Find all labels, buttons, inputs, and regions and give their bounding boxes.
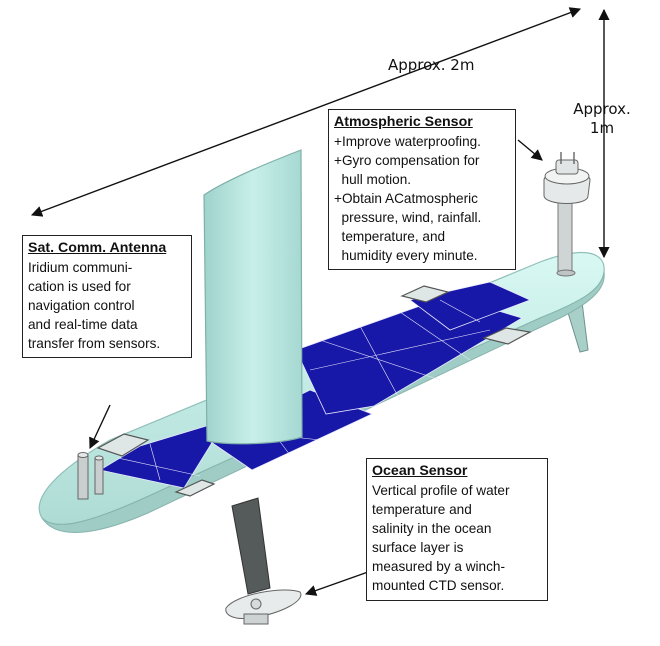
sat-antenna-line: cation is used for: [28, 279, 131, 294]
sat-antenna-unit: [77, 452, 104, 500]
length-label: Approx. 2m: [388, 56, 475, 74]
atmospheric-sensor-unit: [543, 152, 591, 277]
height-label: Approx. 1m: [570, 100, 634, 138]
hull-side: [41, 271, 605, 533]
ocean-sensor-line: measured by a winch-: [372, 559, 505, 574]
ocean-sensor-line: temperature and: [372, 502, 472, 517]
ctd-pod: [225, 589, 302, 625]
atmospheric-pointer: [517, 139, 543, 161]
sat-antenna-line: navigation control: [28, 298, 135, 313]
sat-antenna-title: Sat. Comm. Antenna: [28, 240, 167, 256]
atmospheric-line: +Improve waterproofing.: [334, 134, 481, 149]
ocean-sensor-line: Vertical profile of water: [372, 483, 510, 498]
sat-antenna-callout: Sat. Comm. Antenna Iridium communi- cati…: [22, 235, 192, 358]
ocean-sensor-callout: Ocean Sensor Vertical profile of water t…: [366, 458, 548, 601]
deck-handles: [96, 285, 532, 497]
wing-sail: [203, 149, 303, 445]
sat-antenna-line: Iridium communi-: [28, 260, 133, 275]
ocean-sensor-title: Ocean Sensor: [372, 463, 468, 479]
atmospheric-sensor-title: Atmospheric Sensor: [334, 114, 473, 130]
sat-antenna-line: and real-time data: [28, 317, 138, 332]
atmospheric-line: pressure, wind, rainfall.: [334, 210, 482, 225]
height-label-line1: Approx.: [573, 100, 631, 118]
ocean-sensor-line: salinity in the ocean: [372, 521, 492, 536]
height-label-line2: 1m: [589, 118, 615, 137]
atmospheric-sensor-callout: Atmospheric Sensor +Improve waterproofin…: [328, 109, 516, 270]
ocean-sensor-line: surface layer is: [372, 540, 464, 555]
keel-strut: [231, 497, 271, 595]
atmospheric-line: temperature, and: [334, 229, 446, 244]
atmospheric-line: +Obtain ACatmospheric: [334, 191, 478, 206]
length-dimension-arrow: [30, 7, 582, 217]
ocean-sensor-line: mounted CTD sensor.: [372, 578, 505, 593]
sat-antenna-line: transfer from sensors.: [28, 336, 161, 351]
antenna-pointer: [89, 404, 111, 450]
atmospheric-line: hull motion.: [334, 172, 412, 187]
ocean-pointer: [304, 571, 369, 596]
atmospheric-line: +Gyro compensation for: [334, 153, 480, 168]
atmospheric-line: humidity every minute.: [334, 248, 478, 263]
